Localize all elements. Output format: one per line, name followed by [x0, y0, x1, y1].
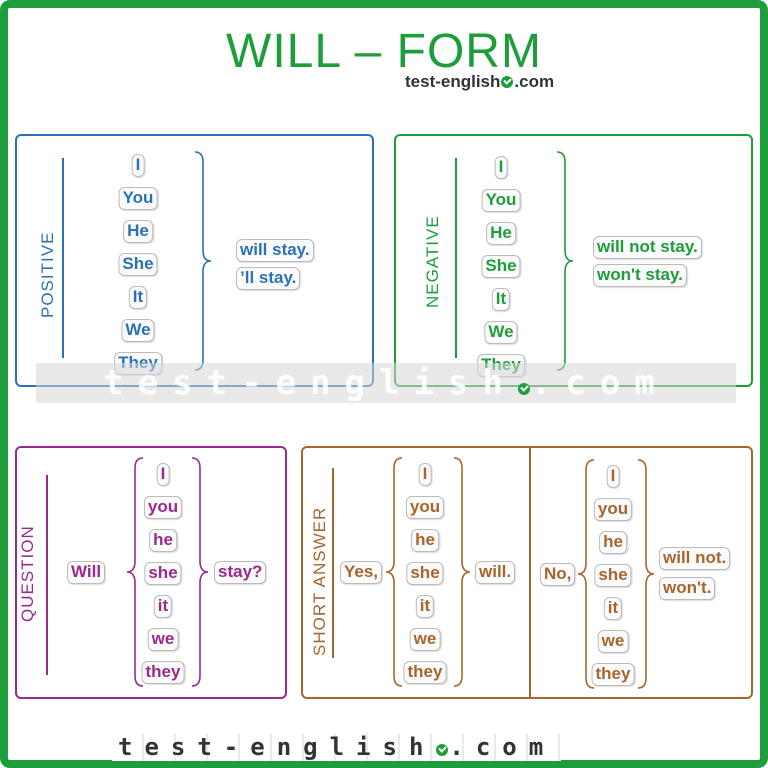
positive-brace: [194, 151, 212, 371]
check-icon: [517, 383, 530, 395]
positive-panel: [15, 134, 374, 387]
short-answer-divider: [332, 468, 334, 658]
pronoun-chip: it: [153, 595, 173, 618]
question-divider: [46, 475, 48, 675]
question-right-brace: [191, 457, 209, 687]
pronoun-chip: He: [123, 220, 153, 243]
pronoun-chip: she: [594, 564, 632, 587]
no-lead: No,: [540, 563, 576, 586]
check-icon: [501, 76, 514, 88]
watermark-suffix: .com: [530, 363, 669, 403]
pronoun-chip: they: [591, 663, 635, 686]
check-icon: [436, 744, 449, 756]
positive-label: POSITIVE: [38, 231, 57, 318]
short-answer-split: [529, 446, 531, 699]
pronoun-chip: we: [597, 630, 629, 653]
question-label: QUESTION: [18, 525, 37, 622]
question-left-brace: [126, 457, 144, 687]
pronoun-chip: you: [593, 498, 633, 521]
brand-name: test-english: [405, 72, 501, 91]
negative-label: NEGATIVE: [423, 215, 442, 308]
no-right-brace: [637, 459, 655, 689]
pronoun-chip: I: [156, 463, 170, 486]
footer-text: test-english: [118, 733, 436, 761]
short-answer-label: SHORT ANSWER: [310, 506, 329, 656]
pronoun-chip: he: [149, 529, 177, 552]
pronoun-chip: she: [144, 562, 182, 585]
pronoun-chip: It: [128, 286, 148, 309]
pronoun-chip: It: [491, 288, 511, 311]
pronoun-chip: I: [131, 154, 145, 177]
form-chip: will not.: [659, 547, 731, 570]
pronoun-chip: they: [141, 661, 185, 684]
pronoun-chip: He: [486, 222, 516, 245]
pronoun-chip: she: [406, 562, 444, 585]
yes-right-brace: [453, 457, 471, 687]
pronoun-chip: it: [415, 595, 435, 618]
pronoun-chip: I: [418, 463, 432, 486]
pronoun-chip: you: [405, 496, 445, 519]
negative-panel: [394, 134, 753, 387]
form-chip: will stay.: [236, 239, 314, 262]
pronoun-chip: She: [118, 253, 158, 276]
form-chip: won't.: [659, 577, 716, 600]
brand-logo: test-english .com: [405, 72, 554, 92]
footer-brand: test-english .com: [112, 733, 562, 761]
pronoun-chip: we: [147, 628, 179, 651]
negative-divider: [455, 158, 457, 358]
pronoun-chip: I: [606, 465, 620, 488]
pronoun-chip: I: [494, 156, 508, 179]
pronoun-chip: we: [409, 628, 441, 651]
negative-brace: [556, 151, 574, 371]
pronoun-chip: he: [599, 531, 627, 554]
no-left-brace: [577, 459, 595, 689]
form-chip: will not stay.: [593, 236, 702, 259]
watermark: test-english .com: [36, 363, 736, 403]
positive-divider: [62, 158, 64, 358]
pronoun-chip: You: [481, 189, 521, 212]
pronoun-chip: You: [118, 187, 158, 210]
question-verb: stay?: [214, 561, 267, 584]
brand-suffix: .com: [514, 72, 555, 91]
page-title: WILL – FORM: [226, 25, 542, 78]
pronoun-chip: they: [403, 661, 447, 684]
footer-suffix: .com: [449, 733, 556, 761]
form-chip: ’ll stay.: [236, 267, 301, 290]
question-aux: Will: [67, 561, 106, 584]
pronoun-chip: We: [121, 319, 155, 342]
pronoun-chip: he: [411, 529, 439, 552]
pronoun-chip: We: [484, 321, 518, 344]
yes-lead: Yes,: [340, 561, 383, 584]
pronoun-chip: She: [481, 255, 521, 278]
yes-left-brace: [385, 457, 403, 687]
pronoun-chip: you: [143, 496, 183, 519]
form-chip: won't stay.: [593, 264, 687, 287]
form-chip: will.: [475, 561, 516, 584]
pronoun-chip: it: [603, 597, 623, 620]
watermark-text: test-english: [103, 363, 517, 403]
